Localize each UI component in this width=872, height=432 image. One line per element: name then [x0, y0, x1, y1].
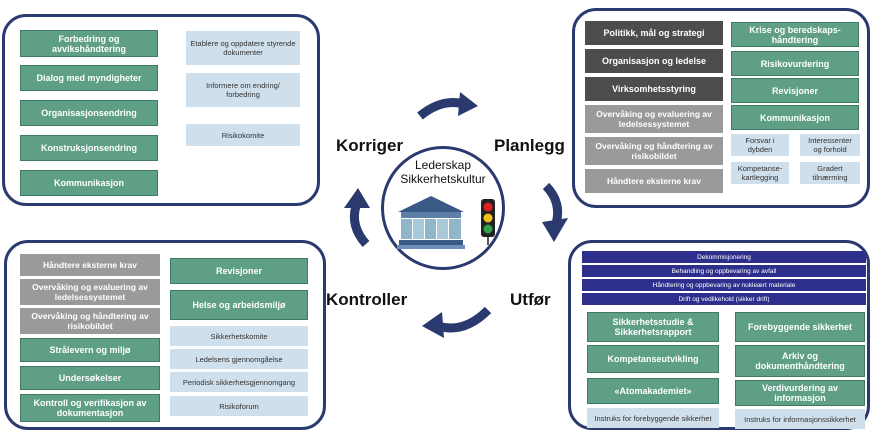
korriger-item: Kommunikasjon — [20, 170, 158, 196]
korriger-doc-item: Risikokomite — [186, 124, 300, 146]
korriger-doc-item: Informere om endring/ forbedring — [186, 73, 300, 107]
korriger-item: Organisasjonsendring — [20, 100, 158, 126]
kontroller-light-item: Periodisk sikkerhetsgjennomgang — [170, 372, 308, 392]
utfor-band: Behandling og oppbevaring av avfall — [582, 265, 866, 277]
planlegg-light-item: Kompetanse-kartlegging — [731, 162, 789, 184]
kontroller-gray-item: Håndtere eksterne krav — [20, 254, 160, 276]
korriger-doc-item: Etablere og oppdatere styrende dokumente… — [186, 31, 300, 65]
management-house-icon — [397, 196, 465, 249]
kontroller-light-item: Risikoforum — [170, 396, 308, 416]
utfor-band: Håndtering og oppbevaring av nukleært ma… — [582, 279, 866, 291]
kontroller-green-item: Helse og arbeidsmiljø — [170, 290, 308, 320]
korriger-item: Dialog med myndigheter — [20, 65, 158, 91]
arrow-korriger-to-planlegg-icon — [417, 92, 478, 120]
utfor-light-item: Instruks for informasjonssikkerhet — [735, 409, 865, 429]
kontroller-green-item: Kontroll og verifikasjon av dokumentasjo… — [20, 394, 160, 422]
utfor-green-item: Arkiv og dokumenthåndtering — [735, 345, 865, 377]
traffic-light-icon — [481, 199, 495, 245]
planlegg-gray-item: Overvåking og håndtering av risikobildet — [585, 137, 723, 165]
kontroller-gray-item: Overvåking og håndtering av risikobildet — [20, 308, 160, 334]
kontroller-gray-item: Overvåking og evaluering av ledelsessyst… — [20, 279, 160, 305]
arrow-planlegg-to-utfor-icon — [542, 182, 568, 242]
label-planlegg: Planlegg — [494, 136, 565, 155]
kontroller-light-item: Sikkerhetskomite — [170, 326, 308, 346]
planlegg-dark-item: Virksomhetsstyring — [585, 77, 723, 101]
utfor-green-item: Sikkerhetsstudie & Sikkerhetsrapport — [587, 312, 719, 342]
planlegg-dark-item: Politikk, mål og strategi — [585, 21, 723, 45]
kontroller-green-item: Undersøkelser — [20, 366, 160, 390]
utfor-green-item: Forebyggende sikkerhet — [735, 312, 865, 342]
planlegg-gray-item: Håndtere eksterne krav — [585, 169, 723, 193]
korriger-item: Konstruksjonsendring — [20, 135, 158, 161]
planlegg-green-item: Krise og beredskaps-håndtering — [731, 22, 859, 47]
kontroller-green-item: Revisjoner — [170, 258, 308, 284]
center-title: Lederskap — [414, 158, 472, 172]
planlegg-light-item: Gradert tilnærming — [800, 162, 860, 184]
kontroller-green-item: Strålevern og miljø — [20, 338, 160, 362]
planlegg-light-item: Forsvar i dybden — [731, 134, 789, 156]
planlegg-dark-item: Organisasjon og ledelse — [585, 49, 723, 73]
label-kontroller: Kontroller — [326, 290, 408, 309]
label-korriger: Korriger — [336, 136, 404, 155]
korriger-item: Forbedring og avvikshåndtering — [20, 30, 158, 57]
planlegg-gray-item: Overvåking og evaluering av ledelsessyst… — [585, 105, 723, 133]
center-subtitle: Sikkerhetskultur — [400, 172, 486, 186]
utfor-green-item: «Atomakademiet» — [587, 378, 719, 404]
planlegg-light-item: Interessenter og forhold — [800, 134, 860, 156]
planlegg-green-item: Risikovurdering — [731, 51, 859, 76]
kontroller-light-item: Ledelsens gjennomgåelse — [170, 349, 308, 369]
utfor-band: Drift og vedlikehold (sikker drift) — [582, 293, 866, 305]
utfor-light-item: Instruks for forebyggende sikkerhet — [587, 408, 719, 428]
arrow-utfor-to-kontroller-icon — [422, 306, 492, 338]
utfor-green-item: Kompetanseutvikling — [587, 345, 719, 373]
label-utfor: Utfør — [510, 290, 551, 309]
utfor-band: Dekommisjonering — [582, 251, 866, 263]
planlegg-green-item: Kommunikasjon — [731, 105, 859, 130]
arrow-kontroller-to-korriger-icon — [344, 188, 370, 247]
planlegg-green-item: Revisjoner — [731, 78, 859, 103]
utfor-green-item: Verdivurdering av informasjon — [735, 380, 865, 406]
